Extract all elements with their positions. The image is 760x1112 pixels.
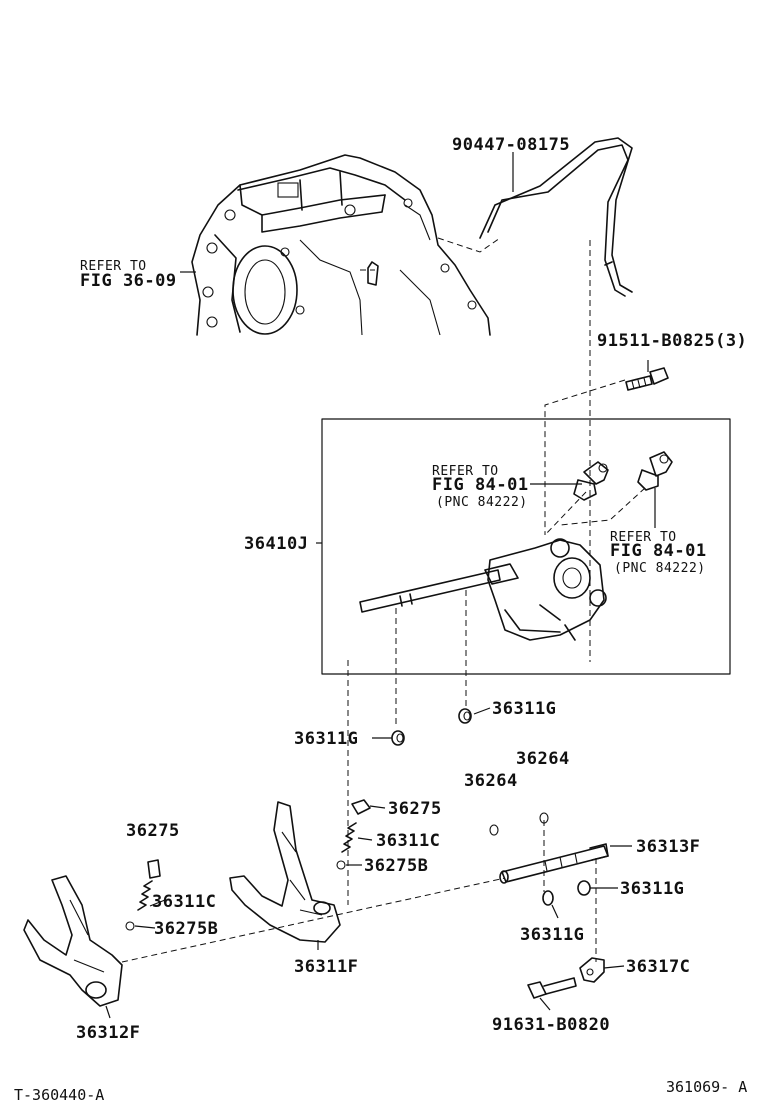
ring-36311G-c-shape <box>577 880 591 896</box>
label-36275-b: 36275 <box>126 821 180 841</box>
label-36311G-b: 36311G <box>294 729 358 749</box>
shaft-36313F <box>499 843 609 884</box>
ring-36311G-a-shape <box>458 708 472 724</box>
label-refer-to-sw2: REFER TO <box>610 530 677 545</box>
assembly-outline <box>321 418 731 675</box>
breather-pipe <box>479 137 633 297</box>
plug-36275-a-shape <box>351 799 371 815</box>
label-fig-36-09: FIG 36-09 <box>80 271 177 291</box>
label-91631-B0820: 91631-B0820 <box>492 1015 610 1035</box>
label-36311C-b: 36311C <box>152 892 216 912</box>
label-36311G-a: 36311G <box>492 699 556 719</box>
leader-lines <box>105 152 656 1019</box>
label-36264-b: 36264 <box>464 771 518 791</box>
ball-36275B-b-shape <box>125 921 135 931</box>
label-pnc-84222-a: (PNC 84222) <box>436 495 528 510</box>
guide-lines <box>121 237 646 963</box>
reference-code-right: 361069- A <box>666 1078 747 1096</box>
label-36311F: 36311F <box>294 957 358 977</box>
switch-right <box>637 451 673 491</box>
spring-36311C-a-shape <box>341 822 357 853</box>
fork-36311F <box>229 801 341 943</box>
ball-36275B-a-shape <box>336 860 346 870</box>
reference-code-left: T-360440-A <box>14 1086 104 1104</box>
label-36313F: 36313F <box>636 837 700 857</box>
label-fig-84-01-b: FIG 84-01 <box>610 541 707 561</box>
shift-housing <box>359 538 607 641</box>
plug-36275-b-shape <box>147 859 161 879</box>
label-pnc-84222-b: (PNC 84222) <box>614 561 706 576</box>
label-36312F: 36312F <box>76 1023 140 1043</box>
ball-36264-b-shape <box>489 824 499 836</box>
ring-36311G-d-shape <box>542 890 554 906</box>
label-36311C-a: 36311C <box>376 831 440 851</box>
lock-36317C-shape <box>579 957 605 983</box>
label-91511-B0825: 91511-B0825(3) <box>597 331 747 351</box>
label-36311G-c: 36311G <box>620 879 684 899</box>
bolt-91631-shape <box>527 977 577 999</box>
label-fig-84-01-a: FIG 84-01 <box>432 475 529 495</box>
label-36410J: 36410J <box>244 534 308 554</box>
ring-36311G-b-shape <box>391 730 405 746</box>
label-36275B-a: 36275B <box>364 856 428 876</box>
switch-left <box>573 461 609 501</box>
label-36275B-b: 36275B <box>154 919 218 939</box>
fork-36312F <box>23 875 123 1007</box>
label-36275-a: 36275 <box>388 799 442 819</box>
bolt-91511 <box>625 367 669 391</box>
label-36311G-d: 36311G <box>520 925 584 945</box>
transmission-case <box>191 154 491 336</box>
label-refer-to-case: REFER TO <box>80 259 147 274</box>
spring-36311C-b-shape <box>137 880 153 911</box>
label-36264-a: 36264 <box>516 749 570 769</box>
label-90447-08175: 90447-08175 <box>452 135 570 155</box>
label-refer-to-sw1: REFER TO <box>432 464 499 479</box>
label-36317C: 36317C <box>626 957 690 977</box>
